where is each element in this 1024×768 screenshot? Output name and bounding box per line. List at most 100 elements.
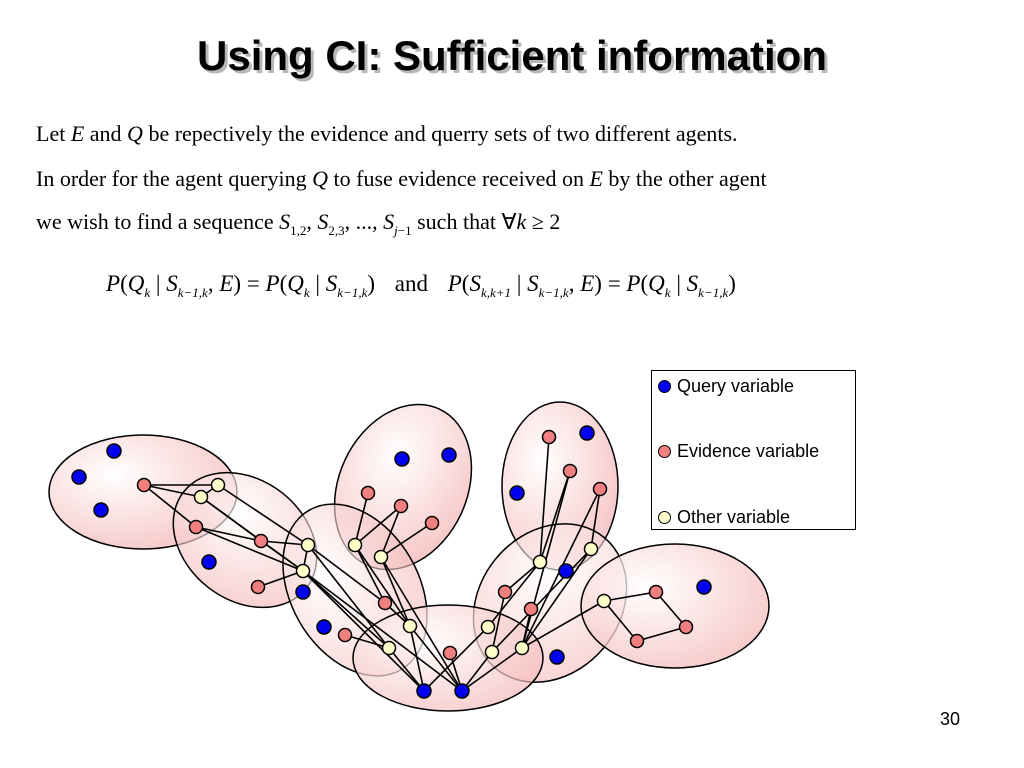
forall-symbol: ∀ bbox=[501, 209, 517, 234]
subscript: k−1,k bbox=[698, 285, 729, 300]
text-segment: and bbox=[84, 121, 128, 146]
text-segment: Let bbox=[36, 121, 71, 146]
evidence-set-symbol: E bbox=[70, 121, 85, 146]
bar: | bbox=[309, 271, 326, 296]
subscript: j−1 bbox=[394, 223, 411, 238]
page-number: 30 bbox=[940, 709, 961, 729]
other-node bbox=[480, 619, 496, 635]
set-ellipse bbox=[580, 543, 770, 669]
edge bbox=[307, 544, 386, 604]
comma: , bbox=[568, 271, 581, 296]
query-node bbox=[441, 447, 457, 463]
subscript: k−1,k bbox=[538, 285, 569, 300]
other-node bbox=[596, 593, 612, 609]
ellipsis: ..., bbox=[355, 209, 384, 234]
slide-title: Using CI: Sufficient information bbox=[197, 32, 827, 79]
edge bbox=[409, 625, 425, 692]
graph-edges bbox=[143, 436, 687, 692]
edge bbox=[590, 488, 601, 550]
evidence-node bbox=[337, 627, 353, 643]
paren: ( bbox=[640, 271, 649, 296]
evidence-node bbox=[523, 601, 539, 617]
query-set-symbol: Q bbox=[127, 121, 143, 146]
edge bbox=[257, 570, 304, 588]
query-node bbox=[558, 563, 574, 579]
subscript: 2,3 bbox=[328, 223, 345, 238]
edge bbox=[302, 570, 463, 692]
separator-symbol: S bbox=[317, 209, 329, 234]
edge bbox=[380, 556, 463, 692]
k-symbol: k bbox=[516, 209, 527, 234]
evidence-node bbox=[188, 519, 204, 535]
query-node bbox=[579, 425, 595, 441]
evidence-node bbox=[393, 498, 409, 514]
separator-set-ellipses bbox=[48, 401, 770, 712]
query-node bbox=[201, 554, 217, 570]
edge bbox=[539, 470, 571, 563]
query-symbol: Q bbox=[287, 271, 304, 296]
edge bbox=[380, 556, 411, 627]
edge bbox=[539, 436, 550, 563]
query-node bbox=[71, 469, 87, 485]
other-node bbox=[295, 563, 311, 579]
edge bbox=[504, 561, 541, 593]
other-node bbox=[210, 477, 226, 493]
subscript: k−1,k bbox=[337, 285, 368, 300]
query-node bbox=[509, 485, 525, 501]
other-node bbox=[193, 489, 209, 505]
other-node bbox=[373, 549, 389, 565]
subscript: 1,2 bbox=[290, 223, 307, 238]
evidence-node bbox=[541, 429, 557, 445]
comma: , bbox=[207, 271, 220, 296]
paren: ( bbox=[461, 271, 470, 296]
separator-symbol: S bbox=[383, 209, 395, 234]
other-node bbox=[532, 554, 548, 570]
text-segment: In order for the agent querying bbox=[36, 166, 313, 191]
paren: ) bbox=[233, 271, 242, 296]
query-node bbox=[394, 451, 410, 467]
evidence-node bbox=[377, 595, 393, 611]
evidence-set-symbol: E bbox=[589, 166, 603, 191]
edge bbox=[354, 544, 386, 604]
evidence-symbol: E bbox=[219, 271, 234, 296]
other-dot-icon bbox=[658, 511, 671, 524]
edge bbox=[491, 548, 592, 653]
text-segment: such that bbox=[411, 209, 502, 234]
ci-formula: P(Qk | Sk−1,k, E) = P(Qk | Sk−1,k) and P… bbox=[106, 271, 736, 300]
edge bbox=[423, 626, 489, 692]
evidence-node bbox=[497, 584, 513, 600]
query-node bbox=[295, 584, 311, 600]
subscript-offset: −1 bbox=[397, 223, 412, 238]
edge bbox=[354, 544, 411, 627]
subscript: k,k+1 bbox=[480, 285, 512, 300]
prob-symbol: P bbox=[626, 271, 641, 296]
evidence-node bbox=[250, 579, 266, 595]
query-node bbox=[416, 683, 432, 699]
subscript: k−1,k bbox=[177, 285, 208, 300]
paren: ) bbox=[594, 271, 602, 296]
bar: | bbox=[670, 271, 687, 296]
edge bbox=[603, 591, 657, 602]
edge bbox=[491, 591, 506, 653]
evidence-node bbox=[629, 633, 645, 649]
evidence-node bbox=[678, 619, 694, 635]
comma: , bbox=[344, 209, 356, 234]
evidence-node bbox=[360, 485, 376, 501]
query-dot-icon bbox=[658, 380, 671, 393]
evidence-node bbox=[442, 645, 458, 661]
legend: Query variable Evidence variable Other v… bbox=[651, 370, 856, 530]
evidence-node bbox=[424, 515, 440, 531]
edge bbox=[521, 600, 605, 649]
edge bbox=[655, 591, 687, 628]
evidence-node bbox=[562, 463, 578, 479]
text-segment: to fuse evidence received on bbox=[328, 166, 590, 191]
separator-symbol: S bbox=[469, 271, 481, 296]
edge bbox=[461, 647, 523, 692]
edge bbox=[195, 526, 304, 572]
evidence-dot-icon bbox=[658, 445, 671, 458]
bar: | bbox=[511, 271, 528, 296]
separator-symbol: S bbox=[279, 209, 291, 234]
edge bbox=[636, 626, 687, 642]
separator-symbol: S bbox=[527, 271, 539, 296]
